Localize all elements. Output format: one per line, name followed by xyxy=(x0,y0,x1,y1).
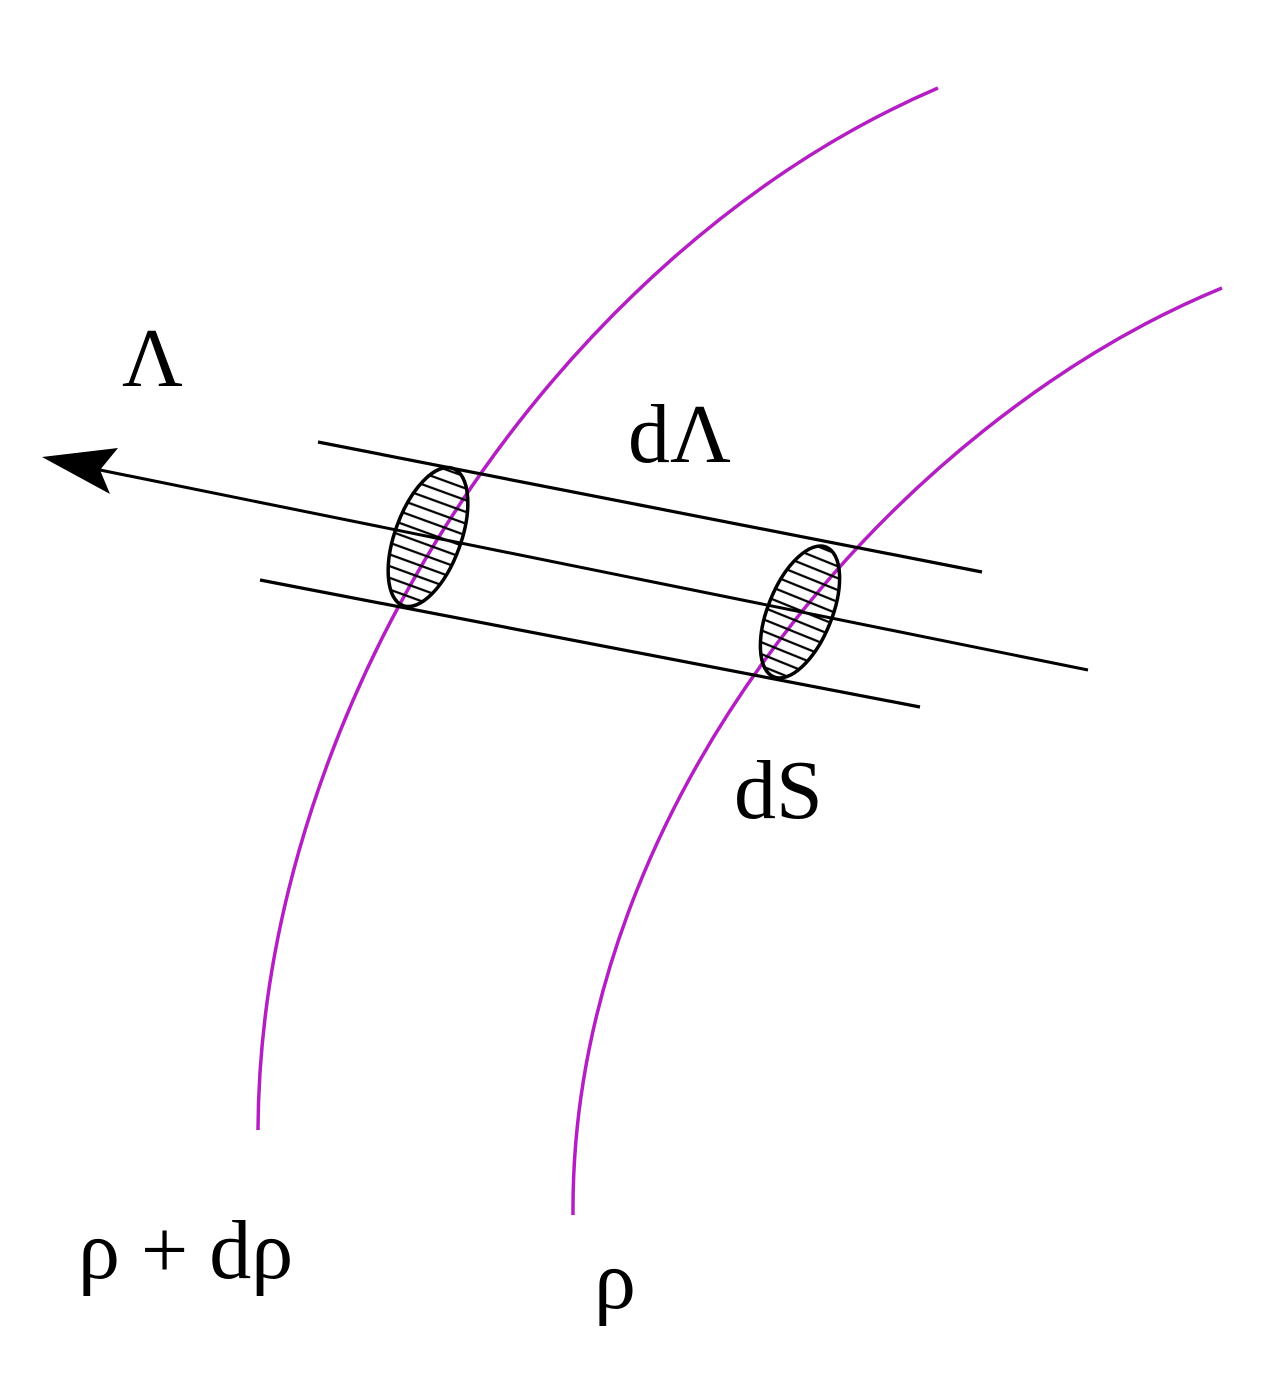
tube-lower-line xyxy=(259,578,921,709)
cross-section-left xyxy=(386,465,470,609)
label-rho-plus-drho: ρ + dρ xyxy=(78,1204,293,1297)
label-rho: ρ xyxy=(594,1234,636,1327)
tube-upper-line xyxy=(317,440,983,574)
label-d-lambda: dΛ xyxy=(628,388,731,481)
tube-axis-line xyxy=(99,468,1089,672)
arrow-head-icon xyxy=(42,448,118,494)
label-lambda: Λ xyxy=(122,312,183,405)
cross-section-right xyxy=(758,544,842,680)
label-ds: dS xyxy=(734,744,823,837)
